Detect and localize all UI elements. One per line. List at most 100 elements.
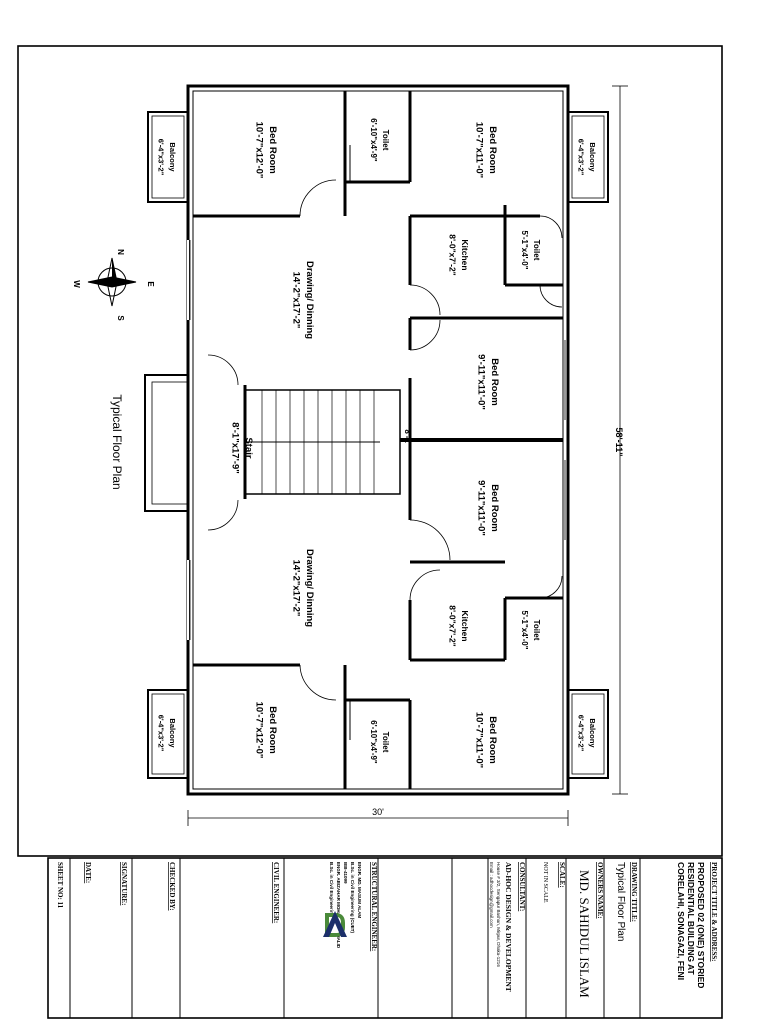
compass-west: W (72, 280, 81, 288)
room-name: Kitchen (460, 610, 470, 641)
room-size: 6'-4"x3'-2" (577, 139, 586, 176)
room-name: Drawing/ Dinning (304, 549, 315, 627)
compass-east: E (146, 281, 155, 287)
compass-north: N (116, 249, 125, 255)
room-name: Toilet (381, 732, 390, 753)
dim-overall-width: 30' (372, 807, 384, 817)
room-name: Toilet (532, 620, 541, 641)
title-block: PROJECT TITLE & ADDRESS: PROPOSED 02 (ONE… (56, 858, 718, 1018)
signature-label: SIGNATURE: (120, 862, 128, 905)
consultant-logo (323, 911, 347, 937)
balcony-tl-outline (147, 111, 189, 203)
room-name: Balcony (588, 718, 597, 748)
room-name: Balcony (168, 718, 177, 748)
room-size: 6'-4"x3'-2" (577, 715, 586, 752)
scale-label: SCALE: (558, 862, 566, 888)
room-name: Balcony (588, 142, 597, 172)
scale-value: NOT IN SCALE (542, 862, 548, 903)
title-block-frame (47, 857, 723, 1019)
room-name: Bed Room (489, 358, 500, 406)
door-bed-bl (299, 664, 337, 701)
owner-label: OWNERS NAME: (596, 862, 604, 919)
stair-landing (144, 374, 189, 512)
owner-name: MD. SAHIDUL ISLAM (577, 870, 592, 998)
engineer-line: B.Sc. in Civil Engineering (IUT) (329, 862, 334, 929)
engineer-line: ENGR. MD. MASUM ALAM (357, 862, 362, 918)
room-name: Drawing/ Dinning (304, 261, 315, 339)
room-name: Bed Room (489, 484, 500, 532)
drawing-title: Typical Floor Plan (615, 862, 626, 941)
room-size: 8'-0"x7'-2" (448, 605, 458, 646)
room-size: 8'-1"x17'-9" (230, 422, 241, 474)
plan-title: Typical Floor Plan (110, 394, 124, 489)
room-size: 14'-2"x17'-2" (291, 272, 302, 329)
stair-treads (261, 390, 375, 494)
engineer-line: ENGR. ABIZAHAR MOHAMMAD KHALID (336, 862, 341, 949)
room-name: Bed Room (487, 716, 498, 764)
room-name: Toilet (381, 130, 390, 151)
door-bed-mt (409, 319, 441, 351)
room-size: 9'-11"x11'-0" (476, 480, 487, 536)
dim-stair-width: 8'-1" (403, 429, 412, 446)
dim-overall-length: 58'-11" (614, 428, 624, 457)
room-name: Kitchen (460, 239, 470, 270)
door-kitchen-t (409, 284, 441, 316)
date-label: DATE: (84, 862, 92, 883)
structural-label: STRUCTURAL ENGINEER: (370, 862, 378, 951)
room-size: 8'-0"x7'-2" (448, 234, 458, 275)
floor-plan (144, 84, 628, 826)
checked-by-label: CHECKED BY: (168, 862, 176, 911)
door-bed-tl (299, 179, 337, 217)
drawing-label: DRAWING TITLE: (630, 862, 638, 922)
balcony-tr-outline (567, 111, 609, 203)
room-size: 9'-11"x11'-0" (476, 354, 487, 410)
room-size: 10'-7"x12'-0" (254, 122, 265, 179)
room-size: 5'-1"x4'-0" (520, 611, 529, 650)
room-size: 6'-4"x3'-2" (157, 715, 166, 752)
room-size: 5'-1"x4'-0" (520, 231, 529, 270)
civil-engineer-label: CIVIL ENGINEER: (272, 862, 280, 923)
project-line: PROPOSED 02 (ONE) STORIED (696, 862, 706, 988)
room-size: 14'-2"x17'-2" (291, 560, 302, 617)
room-name: Toilet (532, 240, 541, 261)
room-size: 10'-7"x11'-0" (474, 122, 485, 178)
drawing-frame (17, 45, 723, 857)
engineer-line: B.Sc. in Civil Engineering (CUET) (350, 862, 355, 934)
project-line: CORELAHI, SONAGAZI, FENI (676, 862, 686, 980)
room-name: Bed Room (267, 706, 278, 754)
door-bed-mb (409, 519, 451, 561)
consultant-address: House # 3/2, Sengapur Bashan, Mirpur, Dh… (496, 862, 501, 967)
compass-south: S (116, 315, 125, 321)
room-name: Stair (243, 437, 254, 458)
project-line: RESIDENTIAL BUILDING AT (686, 862, 696, 976)
consultant-label: CONSULTANT: (518, 862, 526, 911)
balcony-br-outline (567, 689, 609, 779)
sheet-number: SHEET NO: 11 (56, 862, 64, 909)
engineer-line: IEB-41099 (343, 862, 348, 884)
room-name: Balcony (168, 142, 177, 172)
compass-icon (87, 257, 137, 307)
project-label: PROJECT TITLE & ADDRESS: (710, 862, 718, 962)
room-size: 10'-7"x11'-0" (474, 712, 485, 768)
consultant-email: Email : adhocdesign@gmail.com (489, 862, 494, 928)
consultant-name: AD-HOC DESIGN & DEVELOPMENT (504, 862, 513, 992)
